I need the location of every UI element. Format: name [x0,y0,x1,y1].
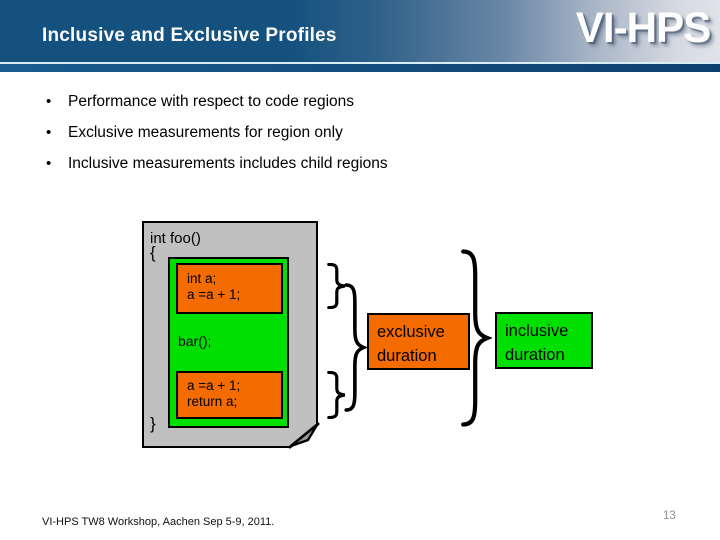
footer-text: VI-HPS TW8 Workshop, Aachen Sep 5-9, 201… [42,516,275,528]
label-line: duration [505,346,565,364]
bullet-item: • Exclusive measurements for region only [46,123,646,154]
bullet-item: • Inclusive measurements includes child … [46,154,646,185]
label-line: exclusive [377,323,445,341]
curly-brace-medium-icon [341,281,367,414]
code-bar-call: bar(); [178,333,212,349]
page-title: Inclusive and Exclusive Profiles [42,25,337,46]
header-separator-light [0,62,720,64]
code-line: int a; [187,271,217,286]
page-fold-icon [288,422,320,449]
page-number: 13 [663,510,676,522]
bullet-marker: • [46,124,52,141]
header-separator-bar [0,64,720,72]
orange-block-top: int a; a =a + 1; [176,263,283,314]
code-line: return a; [187,393,238,409]
label-line: inclusive [505,322,569,340]
orange-block-bottom: a =a + 1; return a; [176,371,283,419]
curly-brace-small-bottom-icon [324,371,348,419]
exclusive-duration-label: exclusive duration [367,313,470,370]
code-function-signature: int foo() [150,230,201,247]
bullet-marker: • [46,93,52,110]
inclusive-duration-label: inclusive duration [495,312,593,369]
bullet-list: • Performance with respect to code regio… [46,92,646,185]
slide-header: Inclusive and Exclusive Profiles VI-HPS [0,0,720,62]
code-line: a =a + 1; [187,378,241,393]
bullet-text: Exclusive measurements for region only [68,124,343,141]
label-line: duration [377,347,437,365]
curly-brace-large-icon [456,246,492,430]
bullet-item: • Performance with respect to code regio… [46,92,646,123]
code-line: a =a + 1; [187,286,241,302]
code-open-brace: { [150,243,156,262]
vi-hps-logo: VI-HPS [575,4,711,52]
bullet-text: Performance with respect to code regions [68,93,355,110]
code-close-brace: } [150,414,156,433]
bullet-marker: • [46,155,52,172]
bullet-text: Inclusive measurements includes child re… [68,155,388,172]
